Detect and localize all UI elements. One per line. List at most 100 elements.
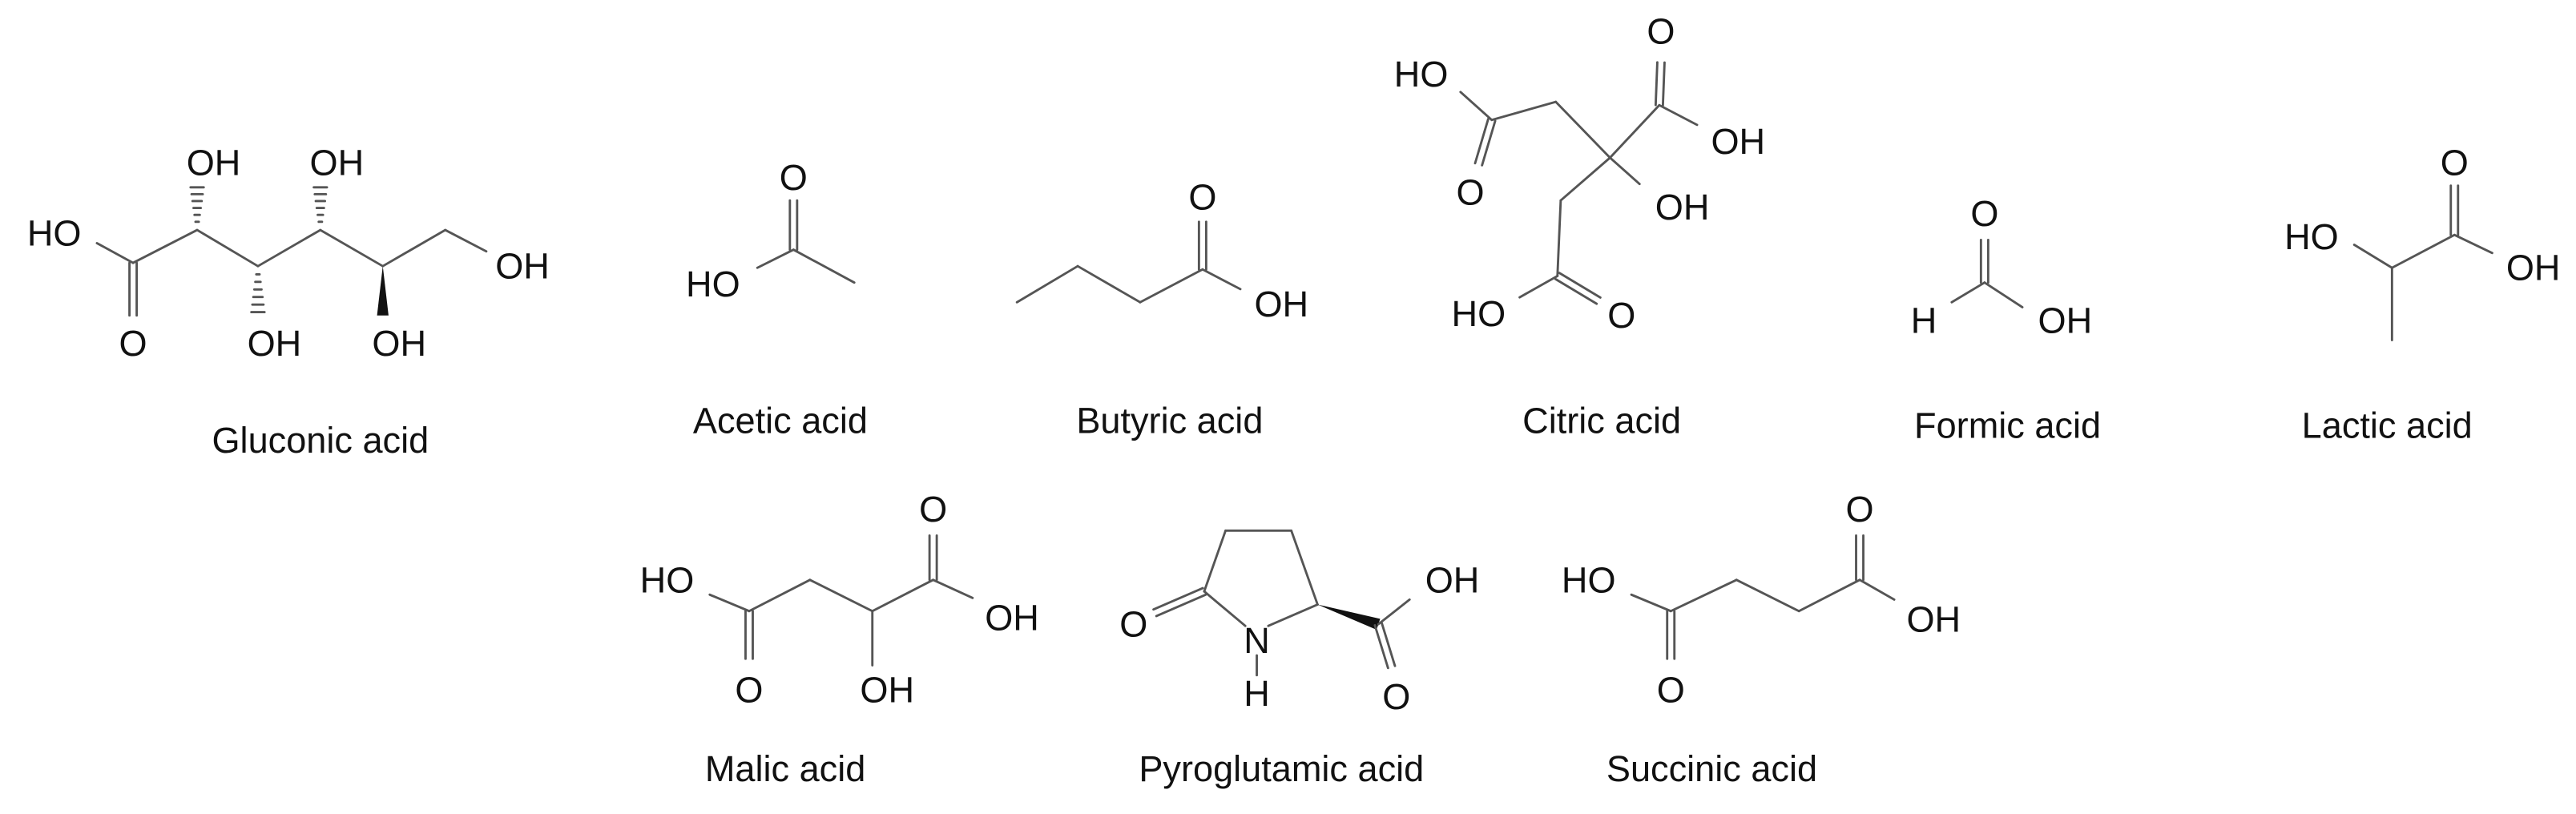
- atom-label: O: [1970, 193, 1998, 234]
- bond: [1267, 603, 1319, 627]
- atom-label: O: [1647, 10, 1675, 51]
- bond: [1459, 91, 1494, 122]
- bond: [1735, 578, 1800, 613]
- bond: [319, 228, 385, 268]
- bond: [756, 248, 795, 269]
- molecule-name: Acetic acid: [693, 400, 868, 441]
- bond: [1797, 578, 1861, 613]
- atom-label: OH: [310, 143, 365, 183]
- bond: [1155, 593, 1207, 618]
- atom-label: OH: [248, 323, 302, 364]
- bond: [1490, 100, 1558, 122]
- bond: [808, 578, 874, 613]
- molecule-name: Malic acid: [705, 748, 865, 789]
- bond: [1203, 529, 1228, 593]
- atom-label: O: [919, 489, 947, 530]
- atom-label: H: [1244, 673, 1270, 714]
- bond: [1518, 275, 1559, 299]
- molecule-succinic-acid: HO O O OH Succinic acid: [1562, 489, 1961, 789]
- atom-label: OH: [860, 670, 914, 711]
- atom-label: HO: [1562, 559, 1616, 600]
- bond: [1377, 598, 1411, 626]
- molecule-pyroglutamic-acid: O N H OH O Pyroglutamic acid: [1119, 559, 1479, 789]
- bond: [1381, 622, 1397, 667]
- bond: [1559, 156, 1611, 202]
- bond: [1152, 586, 1204, 611]
- bond: [1556, 199, 1562, 277]
- bond: [1554, 277, 1598, 305]
- bond: [2390, 233, 2456, 269]
- molecule-formic-acid: H O OH Formic acid: [1911, 193, 2101, 445]
- atom-label: OH: [985, 597, 1039, 638]
- molecule-acetic-acid: HO O Acetic acid: [686, 157, 868, 441]
- molecule-citric-acid: HO O O OH OH HO O Citric acid: [1394, 10, 1765, 441]
- bond: [1608, 156, 1641, 186]
- atom-label: OH: [2038, 300, 2093, 341]
- atom-label: O: [1119, 604, 1147, 645]
- bond: [1554, 100, 1611, 159]
- bonds-layer: [95, 61, 2493, 677]
- atom-label: O: [1607, 295, 1635, 336]
- bond: [1630, 593, 1672, 613]
- atom-label: O: [1457, 171, 1485, 212]
- bond: [381, 228, 447, 268]
- bond: [256, 228, 322, 268]
- atom-label: O: [1657, 670, 1685, 711]
- bond: [932, 578, 974, 599]
- bond: [708, 593, 751, 613]
- bond: [95, 242, 135, 264]
- bond: [1139, 268, 1204, 304]
- molecule-name: Formic acid: [1914, 405, 2101, 446]
- bond: [1076, 264, 1142, 304]
- atom-label: OH: [1906, 599, 1961, 640]
- molecule-malic-acid: HO O O OH OH Malic acid: [640, 489, 1039, 789]
- atom-label: HO: [1452, 293, 1506, 334]
- molecule-name: Succinic acid: [1606, 748, 1817, 789]
- atom-label: OH: [495, 246, 550, 287]
- bond: [1290, 529, 1319, 606]
- atom-label: O: [735, 670, 763, 711]
- bond: [444, 228, 488, 253]
- molecule-lactic-acid: HO O OH Lactic acid: [2284, 143, 2560, 446]
- bond: [1608, 103, 1661, 159]
- molecule-name: Citric acid: [1522, 400, 1681, 441]
- bond: [1658, 103, 1699, 127]
- atom-label: OH: [1425, 559, 1480, 600]
- bond: [1473, 117, 1490, 165]
- wedge-bond: [1317, 604, 1381, 630]
- atom-label: N: [1244, 620, 1270, 661]
- atom-label: OH: [1655, 187, 1710, 228]
- atom-label: O: [119, 323, 147, 364]
- atom-label: O: [1382, 676, 1410, 717]
- bond: [1661, 61, 1666, 107]
- molecule-name: Pyroglutamic acid: [1139, 748, 1424, 789]
- bond: [1373, 624, 1389, 670]
- bond: [1203, 590, 1247, 627]
- bond: [1201, 268, 1242, 291]
- bond: [1654, 61, 1659, 107]
- atom-label: O: [1188, 177, 1216, 218]
- bond: [1481, 119, 1497, 167]
- atom-label: OH: [187, 143, 241, 183]
- molecule-butyric-acid: O OH Butyric acid: [1076, 177, 1308, 441]
- atom-label: H: [1911, 300, 1937, 341]
- bond: [1558, 272, 1602, 299]
- atom-label: OH: [1254, 284, 1308, 324]
- bond: [131, 228, 199, 264]
- molecule-name: Butyric acid: [1076, 400, 1263, 441]
- wedge-bond: [377, 266, 389, 316]
- atom-label: OH: [1711, 121, 1765, 162]
- bond: [196, 228, 260, 268]
- bond: [1669, 578, 1738, 613]
- atom-label: HO: [1394, 54, 1449, 95]
- atom-label: O: [2441, 143, 2469, 183]
- atom-label: HO: [640, 559, 695, 600]
- atom-label: HO: [27, 213, 82, 254]
- molecule-name: Lactic acid: [2302, 405, 2473, 446]
- atom-label: OH: [2506, 248, 2561, 288]
- atom-label: O: [1845, 489, 1873, 530]
- bond: [748, 578, 812, 613]
- bond: [871, 578, 935, 613]
- bond: [1983, 281, 2024, 308]
- atom-label: HO: [2284, 216, 2339, 257]
